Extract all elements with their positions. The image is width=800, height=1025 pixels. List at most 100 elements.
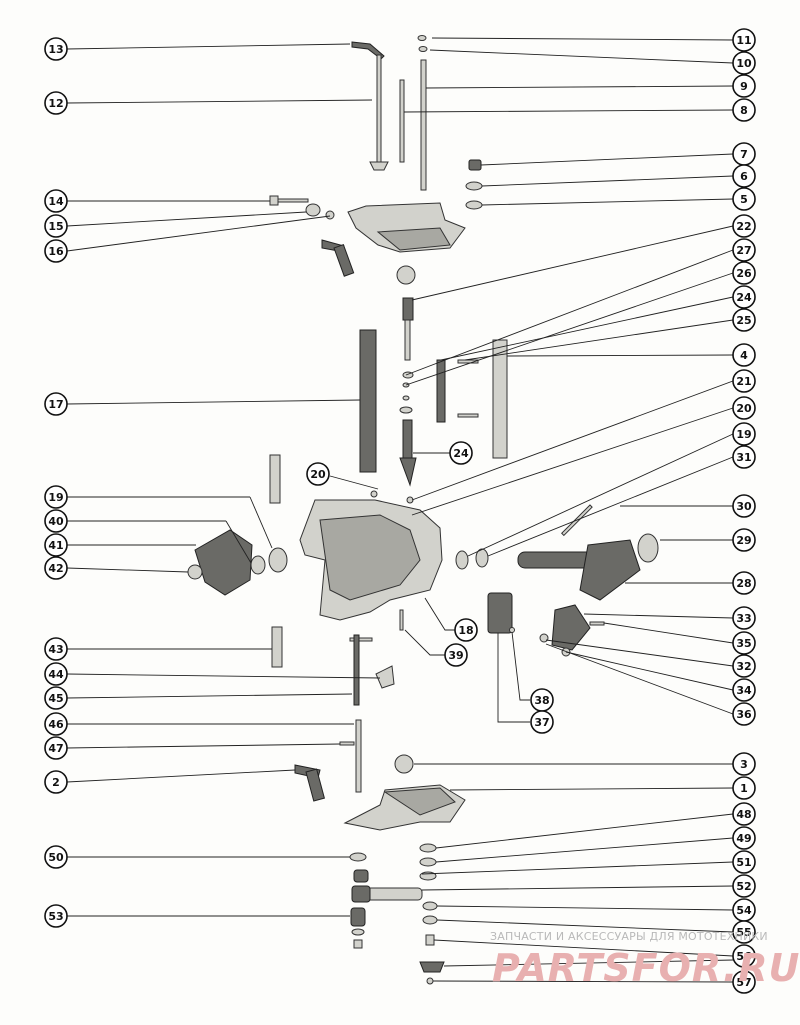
callout-41: 40 (44, 509, 68, 533)
callout-13: 13 (44, 37, 68, 61)
callout-19-left: 19 (44, 485, 68, 509)
svg-text:6: 6 (740, 170, 748, 183)
svg-text:19: 19 (736, 428, 751, 441)
svg-text:3: 3 (740, 758, 748, 771)
svg-text:32: 32 (736, 660, 751, 673)
callout-42: 41 (44, 533, 68, 557)
svg-text:11: 11 (736, 34, 751, 47)
callout-29: 28 (732, 571, 756, 595)
svg-text:22: 22 (736, 220, 751, 233)
callout-51: 50 (44, 845, 68, 869)
callout-15: 15 (44, 214, 68, 238)
callout-3: 3 (732, 752, 756, 776)
callout-40: 39 (444, 643, 468, 667)
svg-text:56: 56 (736, 950, 752, 963)
svg-text:7: 7 (740, 148, 748, 161)
callout-4: 4 (732, 343, 756, 367)
callout-31: 30 (732, 494, 756, 518)
callout-56: 55 (732, 920, 756, 944)
svg-text:41: 41 (48, 539, 63, 552)
callout-32: 31 (732, 445, 756, 469)
callouts: 13 12 14 15 16 17 19 40 41 42 43 44 45 4… (44, 28, 756, 994)
callout-9: 9 (732, 74, 756, 98)
svg-text:50: 50 (48, 851, 64, 864)
svg-text:53: 53 (48, 910, 63, 923)
svg-text:49: 49 (736, 832, 751, 845)
callout-12: 12 (44, 91, 68, 115)
svg-text:21: 21 (736, 375, 751, 388)
callout-53: 52 (732, 874, 756, 898)
svg-text:37: 37 (534, 716, 549, 729)
svg-text:16: 16 (48, 245, 64, 258)
svg-text:10: 10 (736, 57, 752, 70)
svg-text:30: 30 (736, 500, 752, 513)
svg-text:28: 28 (736, 577, 751, 590)
svg-text:39: 39 (448, 649, 463, 662)
svg-text:13: 13 (48, 43, 63, 56)
svg-text:24: 24 (736, 291, 752, 304)
svg-text:46: 46 (48, 718, 64, 731)
callout-33: 32 (732, 654, 756, 678)
callout-24: 24 (449, 441, 473, 465)
svg-text:20: 20 (736, 402, 752, 415)
svg-text:33: 33 (736, 612, 751, 625)
callout-35: 34 (732, 678, 756, 702)
svg-text:48: 48 (736, 808, 751, 821)
callout-34: 33 (732, 606, 756, 630)
callout-49: 48 (732, 802, 756, 826)
svg-text:8: 8 (740, 104, 748, 117)
svg-text:27: 27 (736, 244, 751, 257)
svg-text:54: 54 (736, 904, 752, 917)
svg-text:1: 1 (740, 782, 748, 795)
svg-text:15: 15 (48, 220, 63, 233)
svg-text:57: 57 (736, 976, 751, 989)
svg-text:47: 47 (48, 742, 63, 755)
leader-lines (66, 37, 734, 983)
watermark-caption: ЗАПЧАСТИ И АКСЕССУАРЫ ДЛЯ МОТОТЕХНИКИ (490, 930, 768, 943)
callout-6: 6 (732, 164, 756, 188)
callout-36: 35 (732, 631, 756, 655)
callout-20: 20 (306, 462, 330, 486)
svg-text:42: 42 (48, 562, 63, 575)
svg-text:31: 31 (736, 451, 751, 464)
callout-21: 20 (732, 396, 756, 420)
callout-48: 47 (44, 736, 68, 760)
callout-7: 7 (732, 142, 756, 166)
callout-18: 18 (454, 618, 478, 642)
svg-text:26: 26 (736, 267, 752, 280)
callout-11: 11 (732, 28, 756, 52)
callout-8: 8 (732, 98, 756, 122)
callout-44: 43 (44, 637, 68, 661)
svg-text:34: 34 (736, 684, 752, 697)
svg-text:51: 51 (736, 856, 751, 869)
callout-58: 57 (732, 970, 756, 994)
callout-52: 51 (732, 850, 756, 874)
svg-text:24: 24 (453, 447, 469, 460)
svg-text:20: 20 (310, 468, 326, 481)
svg-text:25: 25 (736, 314, 751, 327)
callout-28: 27 (732, 238, 756, 262)
callout-47: 46 (44, 712, 68, 736)
callout-50: 49 (732, 826, 756, 850)
svg-text:14: 14 (48, 195, 64, 208)
svg-text:2: 2 (52, 776, 60, 789)
callout-5: 5 (732, 187, 756, 211)
svg-text:29: 29 (736, 534, 751, 547)
svg-text:55: 55 (736, 926, 751, 939)
callout-54: 53 (44, 904, 68, 928)
callout-10: 10 (732, 51, 756, 75)
callout-39: 38 (530, 688, 554, 712)
callout-37: 36 (732, 702, 756, 726)
callout-27: 26 (732, 261, 756, 285)
callout-30: 29 (732, 528, 756, 552)
callout-45: 44 (44, 662, 68, 686)
svg-text:43: 43 (48, 643, 63, 656)
callout-26: 25 (732, 308, 756, 332)
callout-23: 22 (732, 214, 756, 238)
callout-17: 17 (44, 392, 68, 416)
svg-text:45: 45 (48, 692, 63, 705)
callout-55: 54 (732, 898, 756, 922)
svg-text:5: 5 (740, 193, 748, 206)
svg-text:4: 4 (740, 349, 748, 362)
